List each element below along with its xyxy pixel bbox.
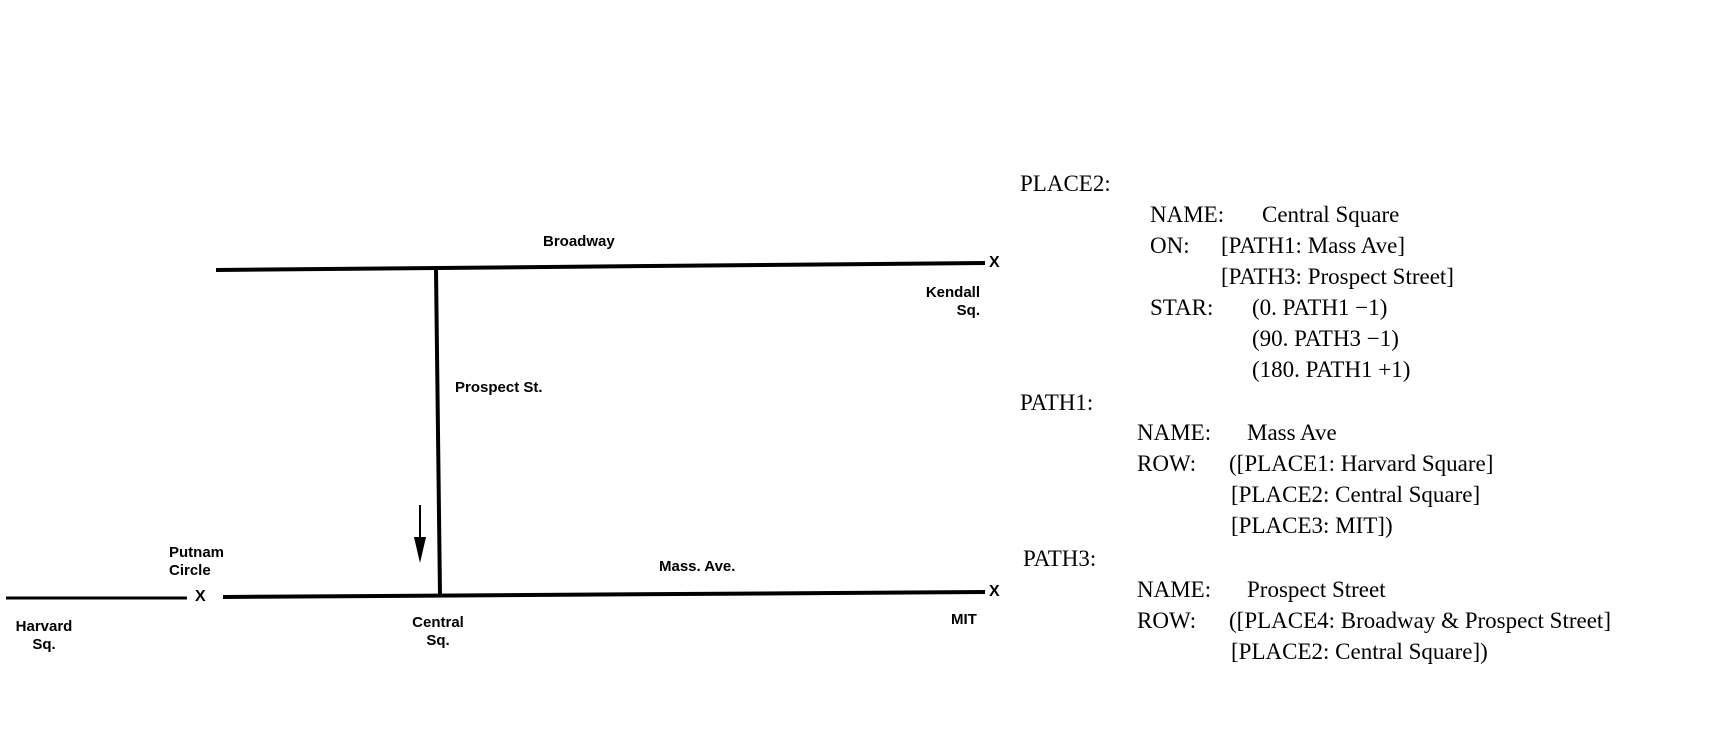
place2-star-2: (90. PATH3 −1) — [1252, 326, 1399, 351]
place2-star-key: STAR: — [1150, 295, 1214, 320]
place2-name-value: Central Square — [1262, 202, 1400, 227]
path3-row-2: [PLACE2: Central Square]) — [1231, 639, 1488, 664]
kendall-sq-mark: X — [989, 254, 1000, 271]
place2-on-key: ON: — [1150, 233, 1190, 258]
path1-row-1: ([PLACE1: Harvard Square] — [1229, 451, 1494, 476]
direction-arrow-head — [414, 537, 426, 563]
path1-header: PATH1: — [1020, 390, 1094, 415]
path3-row-key: ROW: — [1137, 608, 1197, 633]
path1-row-key: ROW: — [1137, 451, 1197, 476]
kendall-sq-label: Kendall Sq. — [925, 284, 980, 319]
prospect-st-label: Prospect St. — [455, 379, 543, 396]
place2-star-1: (0. PATH1 −1) — [1252, 295, 1388, 320]
path1-row-2: [PLACE2: Central Square] — [1231, 482, 1481, 507]
mit-mark: X — [989, 583, 1000, 600]
place2-star-3: (180. PATH1 +1) — [1252, 357, 1411, 382]
path3-row-1: ([PLACE4: Broadway & Prospect Street] — [1229, 608, 1611, 633]
place2-on-path3: [PATH3: Prospect Street] — [1221, 264, 1454, 289]
mass-ave-label: Mass. Ave. — [659, 558, 736, 575]
putnam-circle-label: Putnam Circle — [169, 544, 225, 579]
central-sq-label: Central Sq. — [412, 614, 464, 649]
place2-header: PLACE2: — [1020, 171, 1111, 196]
mit-label: MIT — [951, 611, 977, 628]
path3-name-value: Prospect Street — [1247, 577, 1386, 602]
place2-on-path1: [PATH1: Mass Ave] — [1221, 233, 1406, 258]
putnam-circle-mark: X — [195, 588, 206, 605]
path3-header: PATH3: — [1023, 546, 1097, 571]
place2-name-key: NAME: — [1150, 202, 1225, 227]
broadway-line — [215, 261, 986, 272]
mass-ave-line-east — [222, 590, 986, 599]
broadway-label: Broadway — [543, 233, 615, 250]
path1-row-3: [PLACE3: MIT]) — [1231, 513, 1393, 538]
harvard-sq-label: Harvard Sq. — [15, 618, 73, 653]
path1-name-value: Mass Ave — [1247, 420, 1337, 445]
prospect-st-line — [434, 269, 442, 597]
path3-name-key: NAME: — [1137, 577, 1212, 602]
path1-name-key: NAME: — [1137, 420, 1212, 445]
